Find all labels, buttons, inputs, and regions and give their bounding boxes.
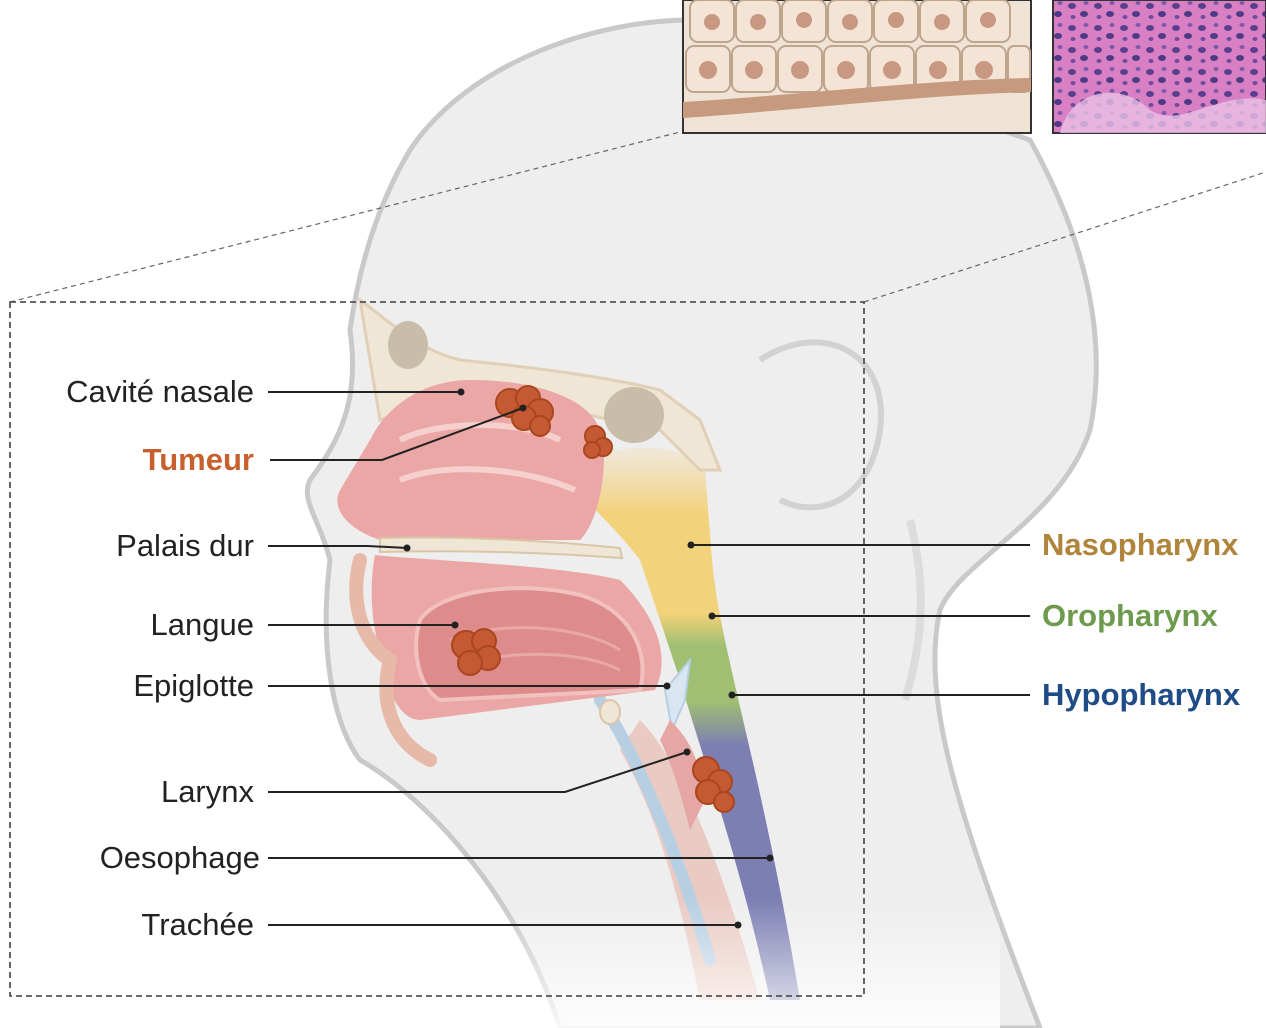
label-tumeur: Tumeur <box>143 442 254 478</box>
label-oesophage: Oesophage <box>100 840 260 876</box>
tumor-tongue <box>452 629 500 675</box>
label-epiglotte: Epiglotte <box>133 668 254 704</box>
histology-inset <box>1053 0 1266 133</box>
label-trachee: Trachée <box>141 907 254 943</box>
label-nasopharynx: Nasopharynx <box>1042 527 1238 563</box>
label-palais-dur: Palais dur <box>116 528 254 564</box>
epithelium-inset <box>683 0 1031 133</box>
label-langue: Langue <box>151 607 254 643</box>
label-larynx: Larynx <box>161 774 254 810</box>
label-oropharynx: Oropharynx <box>1042 598 1218 634</box>
bottom-fade <box>500 900 1000 1028</box>
label-hypopharynx: Hypopharynx <box>1042 677 1240 713</box>
label-cavite-nasale: Cavité nasale <box>66 374 254 410</box>
